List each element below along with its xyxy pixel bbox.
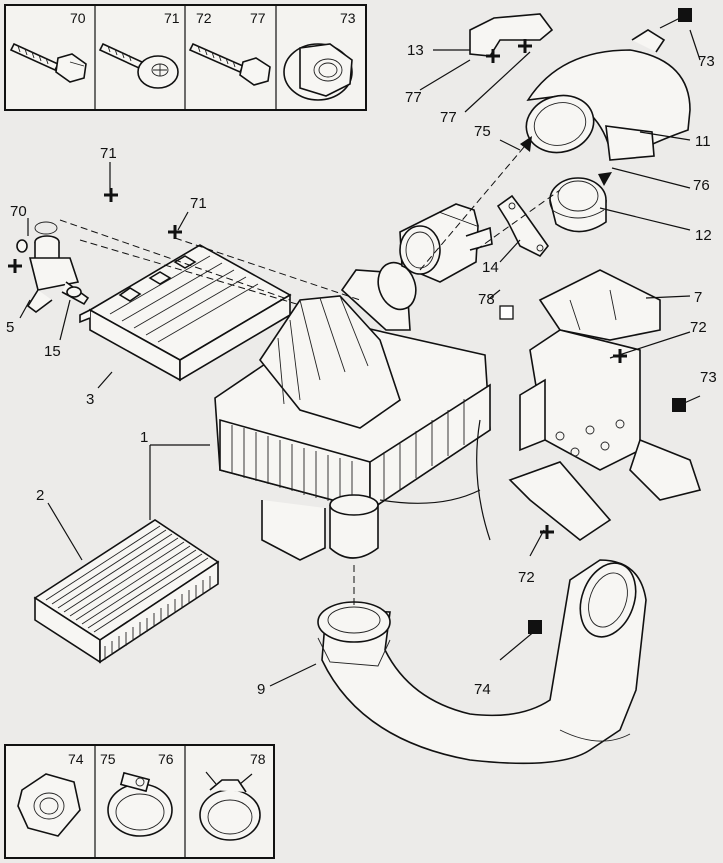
- callout-14: 14: [482, 259, 499, 276]
- hex-nut-74-icon: [17, 773, 81, 837]
- cross-symbol-icon: [486, 49, 500, 63]
- box-label-77: 77: [250, 10, 266, 26]
- air-filter-housing: [214, 261, 491, 561]
- box-label-72: 72: [196, 10, 212, 26]
- airflow-sensor: [399, 203, 493, 283]
- cross-symbol-icon: [168, 225, 182, 239]
- screw-70-icon: [9, 42, 87, 83]
- callout-13: 13: [407, 42, 424, 59]
- callout-11: 11: [695, 133, 711, 150]
- bracket-14: [496, 194, 550, 258]
- box-label-74: 74: [68, 751, 84, 767]
- box-label-70: 70: [70, 10, 86, 26]
- filled-square-icon: [528, 620, 542, 634]
- callout-7: 7: [694, 289, 702, 306]
- callout-77-a: 77: [405, 89, 422, 106]
- fastener-box-bottom: 74 75 76 78: [4, 744, 275, 859]
- electronic-module: [79, 244, 292, 382]
- box-label-78: 78: [250, 751, 266, 767]
- open-square-icon: [499, 305, 514, 320]
- callout-labels: 1 2 3 5 7 9 11 12 13 14 15 70 71 71 72 7…: [6, 42, 717, 698]
- callout-2: 2: [36, 487, 44, 504]
- box-label-75: 75: [100, 751, 116, 767]
- box-label-76: 76: [158, 751, 174, 767]
- fastener-box-top: 70 71 72 77 73: [4, 4, 367, 111]
- callout-1: 1: [140, 429, 148, 446]
- mounting-bracket-7: [508, 269, 702, 541]
- small-ring-icon: [34, 221, 58, 235]
- callout-73-a: 73: [698, 53, 715, 70]
- callout-72-b: 72: [518, 569, 535, 586]
- callout-3: 3: [86, 391, 94, 408]
- box-label-73: 73: [340, 10, 356, 26]
- filter-element: [33, 519, 220, 664]
- intake-hose-9: [317, 559, 647, 765]
- box-label-71: 71: [164, 10, 180, 26]
- filled-square-icon: [672, 398, 686, 412]
- callout-15: 15: [44, 343, 61, 360]
- cross-symbol-icon: [613, 349, 627, 363]
- callout-77-b: 77: [440, 109, 457, 126]
- callout-74: 74: [474, 681, 491, 698]
- callout-76: 76: [693, 177, 710, 194]
- filled-triangle-icon: [598, 172, 612, 186]
- leader-lines: [19, 15, 701, 687]
- filled-triangle-icon: [520, 136, 532, 152]
- intake-duct-11: [525, 29, 691, 161]
- cross-symbol-icon: [104, 188, 118, 202]
- filled-square-icon: [678, 8, 692, 22]
- callout-75: 75: [474, 123, 491, 140]
- callout-73-b: 73: [700, 369, 717, 386]
- screw-72-icon: [188, 42, 271, 86]
- flange-nut-73-icon: [283, 43, 353, 101]
- torque-symbols: [8, 8, 692, 634]
- callout-71-a: 71: [100, 145, 117, 162]
- cross-symbol-icon: [540, 525, 554, 539]
- cross-symbol-icon: [518, 39, 532, 53]
- callout-70: 70: [10, 203, 27, 220]
- hose-clamp-75-76-icon: [107, 771, 173, 837]
- callout-71-b: 71: [190, 195, 207, 212]
- screw-71-icon: [98, 42, 179, 89]
- callout-72-a: 72: [690, 319, 707, 336]
- solenoid-valve: [16, 235, 90, 313]
- bracket-13: [469, 13, 554, 57]
- rubber-sleeve-12: [549, 177, 607, 233]
- callout-78: 78: [478, 291, 495, 308]
- callout-9: 9: [257, 681, 265, 698]
- callout-12: 12: [695, 227, 712, 244]
- callout-5: 5: [6, 319, 14, 336]
- spring-clamp-78-icon: [199, 771, 261, 841]
- cross-symbol-icon: [8, 259, 22, 273]
